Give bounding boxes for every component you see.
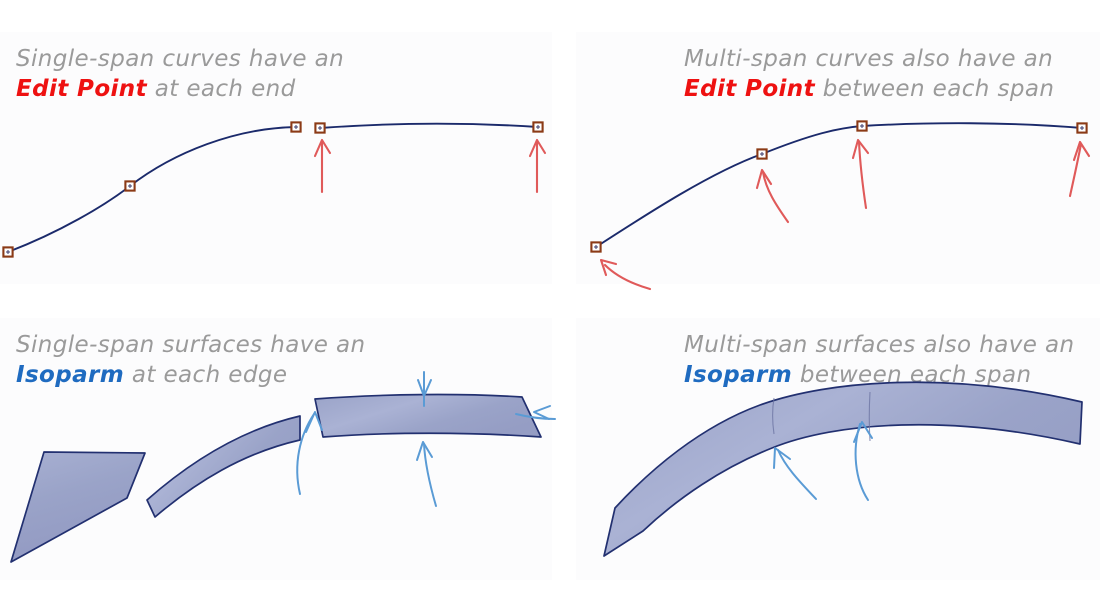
caption-line-2: Edit Point at each end <box>16 74 344 104</box>
keyword-isoparm: Isoparm <box>684 362 793 388</box>
keyword-isoparm: Isoparm <box>16 362 125 388</box>
caption-line-1: Single-span surfaces have an <box>16 332 366 358</box>
caption-multi-span-curves: Multi-span curves also have an Edit Poin… <box>684 44 1054 104</box>
caption-line-1: Multi-span curves also have an <box>684 46 1054 72</box>
keyword-edit-point: Edit Point <box>16 76 147 102</box>
keyword-edit-point: Edit Point <box>684 76 815 102</box>
caption-line-1: Multi-span surfaces also have an <box>684 332 1075 358</box>
caption-line-2: Isoparm at each edge <box>16 360 365 390</box>
caption-line-2: Isoparm between each span <box>684 360 1074 390</box>
caption-line-2: Edit Point between each span <box>684 74 1054 104</box>
caption-line-2-rest: at each end <box>146 76 296 102</box>
caption-multi-span-surfaces: Multi-span surfaces also have an Isoparm… <box>684 330 1074 390</box>
caption-line-2-rest: at each edge <box>124 362 288 388</box>
caption-line-1: Single-span curves have an <box>16 46 345 72</box>
caption-line-2-rest: between each span <box>814 76 1055 102</box>
caption-line-2-rest: between each span <box>792 362 1032 388</box>
caption-single-span-surfaces: Single-span surfaces have an Isoparm at … <box>16 330 365 390</box>
caption-single-span-curves: Single-span curves have an Edit Point at… <box>16 44 344 104</box>
